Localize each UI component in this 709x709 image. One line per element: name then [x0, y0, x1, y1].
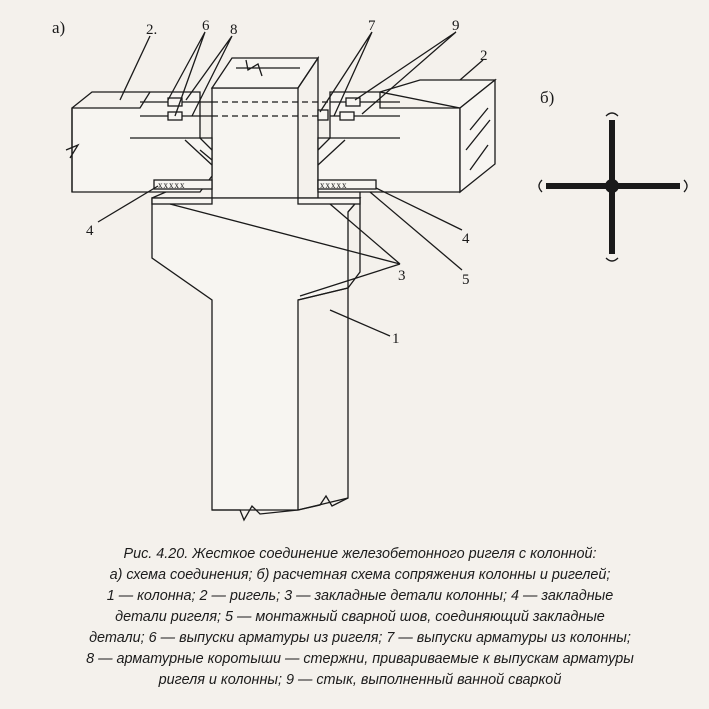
bath-weld-3 — [345, 97, 361, 107]
beam-left-haunch — [184, 139, 213, 166]
column-top-shaft — [211, 87, 299, 199]
beam-left-notch — [130, 137, 213, 151]
leader-1 — [329, 309, 391, 337]
caption-line: 8 — арматурные коротыши — стержни, прива… — [86, 651, 634, 667]
leader-7 — [319, 31, 373, 117]
label-2-left: 2. — [146, 22, 157, 38]
beam-right-plate — [317, 179, 377, 190]
label-4-left: 4 — [86, 223, 94, 239]
beam-right-body — [317, 91, 461, 193]
column-plate-left — [151, 197, 213, 205]
label-4-right: 4 — [462, 231, 470, 247]
weld-marks-right: xxxxx — [320, 180, 348, 190]
beam-left-break — [65, 108, 80, 192]
label-2-right: 2 — [480, 48, 488, 64]
column-bar-stub — [317, 109, 329, 121]
caption-line: детали ригеля; 5 — монтажный сварной шов… — [115, 609, 605, 625]
beam-left-top — [71, 91, 150, 109]
label-9: 9 — [452, 18, 460, 34]
scheme-break-top — [605, 112, 619, 117]
leader-5 — [369, 191, 463, 271]
panel-b-label: б) — [540, 88, 554, 107]
beam-left: xxxxx — [65, 91, 213, 193]
leader-2-right — [459, 59, 484, 81]
panel-a-label: а) — [52, 18, 65, 37]
label-6: 6 — [202, 18, 210, 34]
scheme-break-bottom — [605, 257, 619, 262]
design-scheme — [538, 112, 688, 262]
leader-9 — [354, 31, 457, 115]
leader-4-right — [375, 187, 463, 231]
beam-right: xxxxx — [317, 78, 497, 194]
leader-2-left — [119, 35, 151, 101]
column-break-bottom — [212, 504, 299, 522]
column-plate-right — [297, 197, 361, 205]
label-3: 3 — [398, 268, 406, 284]
leader-8 — [185, 35, 233, 117]
beam-left-plate — [153, 179, 213, 190]
bath-weld-4 — [339, 111, 355, 121]
figure-caption: Рис. 4.20. Жесткое соединение железобето… — [40, 544, 680, 691]
label-8: 8 — [230, 22, 238, 38]
label-5: 5 — [462, 272, 470, 288]
caption-line: ригеля и колонны; 9 — стык, выполненный … — [158, 672, 562, 688]
caption-line: детали; 6 — выпуски арматуры из ригеля; … — [89, 630, 631, 646]
label-7: 7 — [368, 18, 376, 34]
column-break-bottom-side — [297, 494, 349, 511]
beam-left-body — [71, 91, 213, 193]
caption-line: Рис. 4.20. Жесткое соединение железобето… — [123, 546, 597, 562]
console-side — [347, 197, 361, 289]
scheme-break-left — [538, 179, 543, 193]
leader-lines — [97, 31, 484, 337]
column-side-face — [297, 288, 349, 511]
caption-line: а) схема соединения; б) расчетная схема … — [109, 567, 611, 583]
column-break-top — [236, 59, 300, 77]
scheme-break-right — [683, 179, 688, 193]
label-1: 1 — [392, 331, 400, 347]
caption-line: 1 — колонна; 2 — ригель; 3 — закладные д… — [106, 588, 614, 604]
rigid-node — [605, 179, 619, 193]
console-bottom-edge — [297, 287, 349, 301]
weld-marks-left: xxxxx — [158, 180, 186, 190]
leader-6 — [167, 31, 206, 117]
column-top-face — [210, 57, 320, 89]
beam-right-notch — [317, 137, 400, 151]
bath-weld-1 — [167, 97, 183, 107]
beam-right-hatch — [465, 107, 491, 171]
leader-4-left — [97, 185, 159, 223]
beam-right-haunch — [317, 139, 346, 166]
leader-3 — [169, 203, 401, 297]
